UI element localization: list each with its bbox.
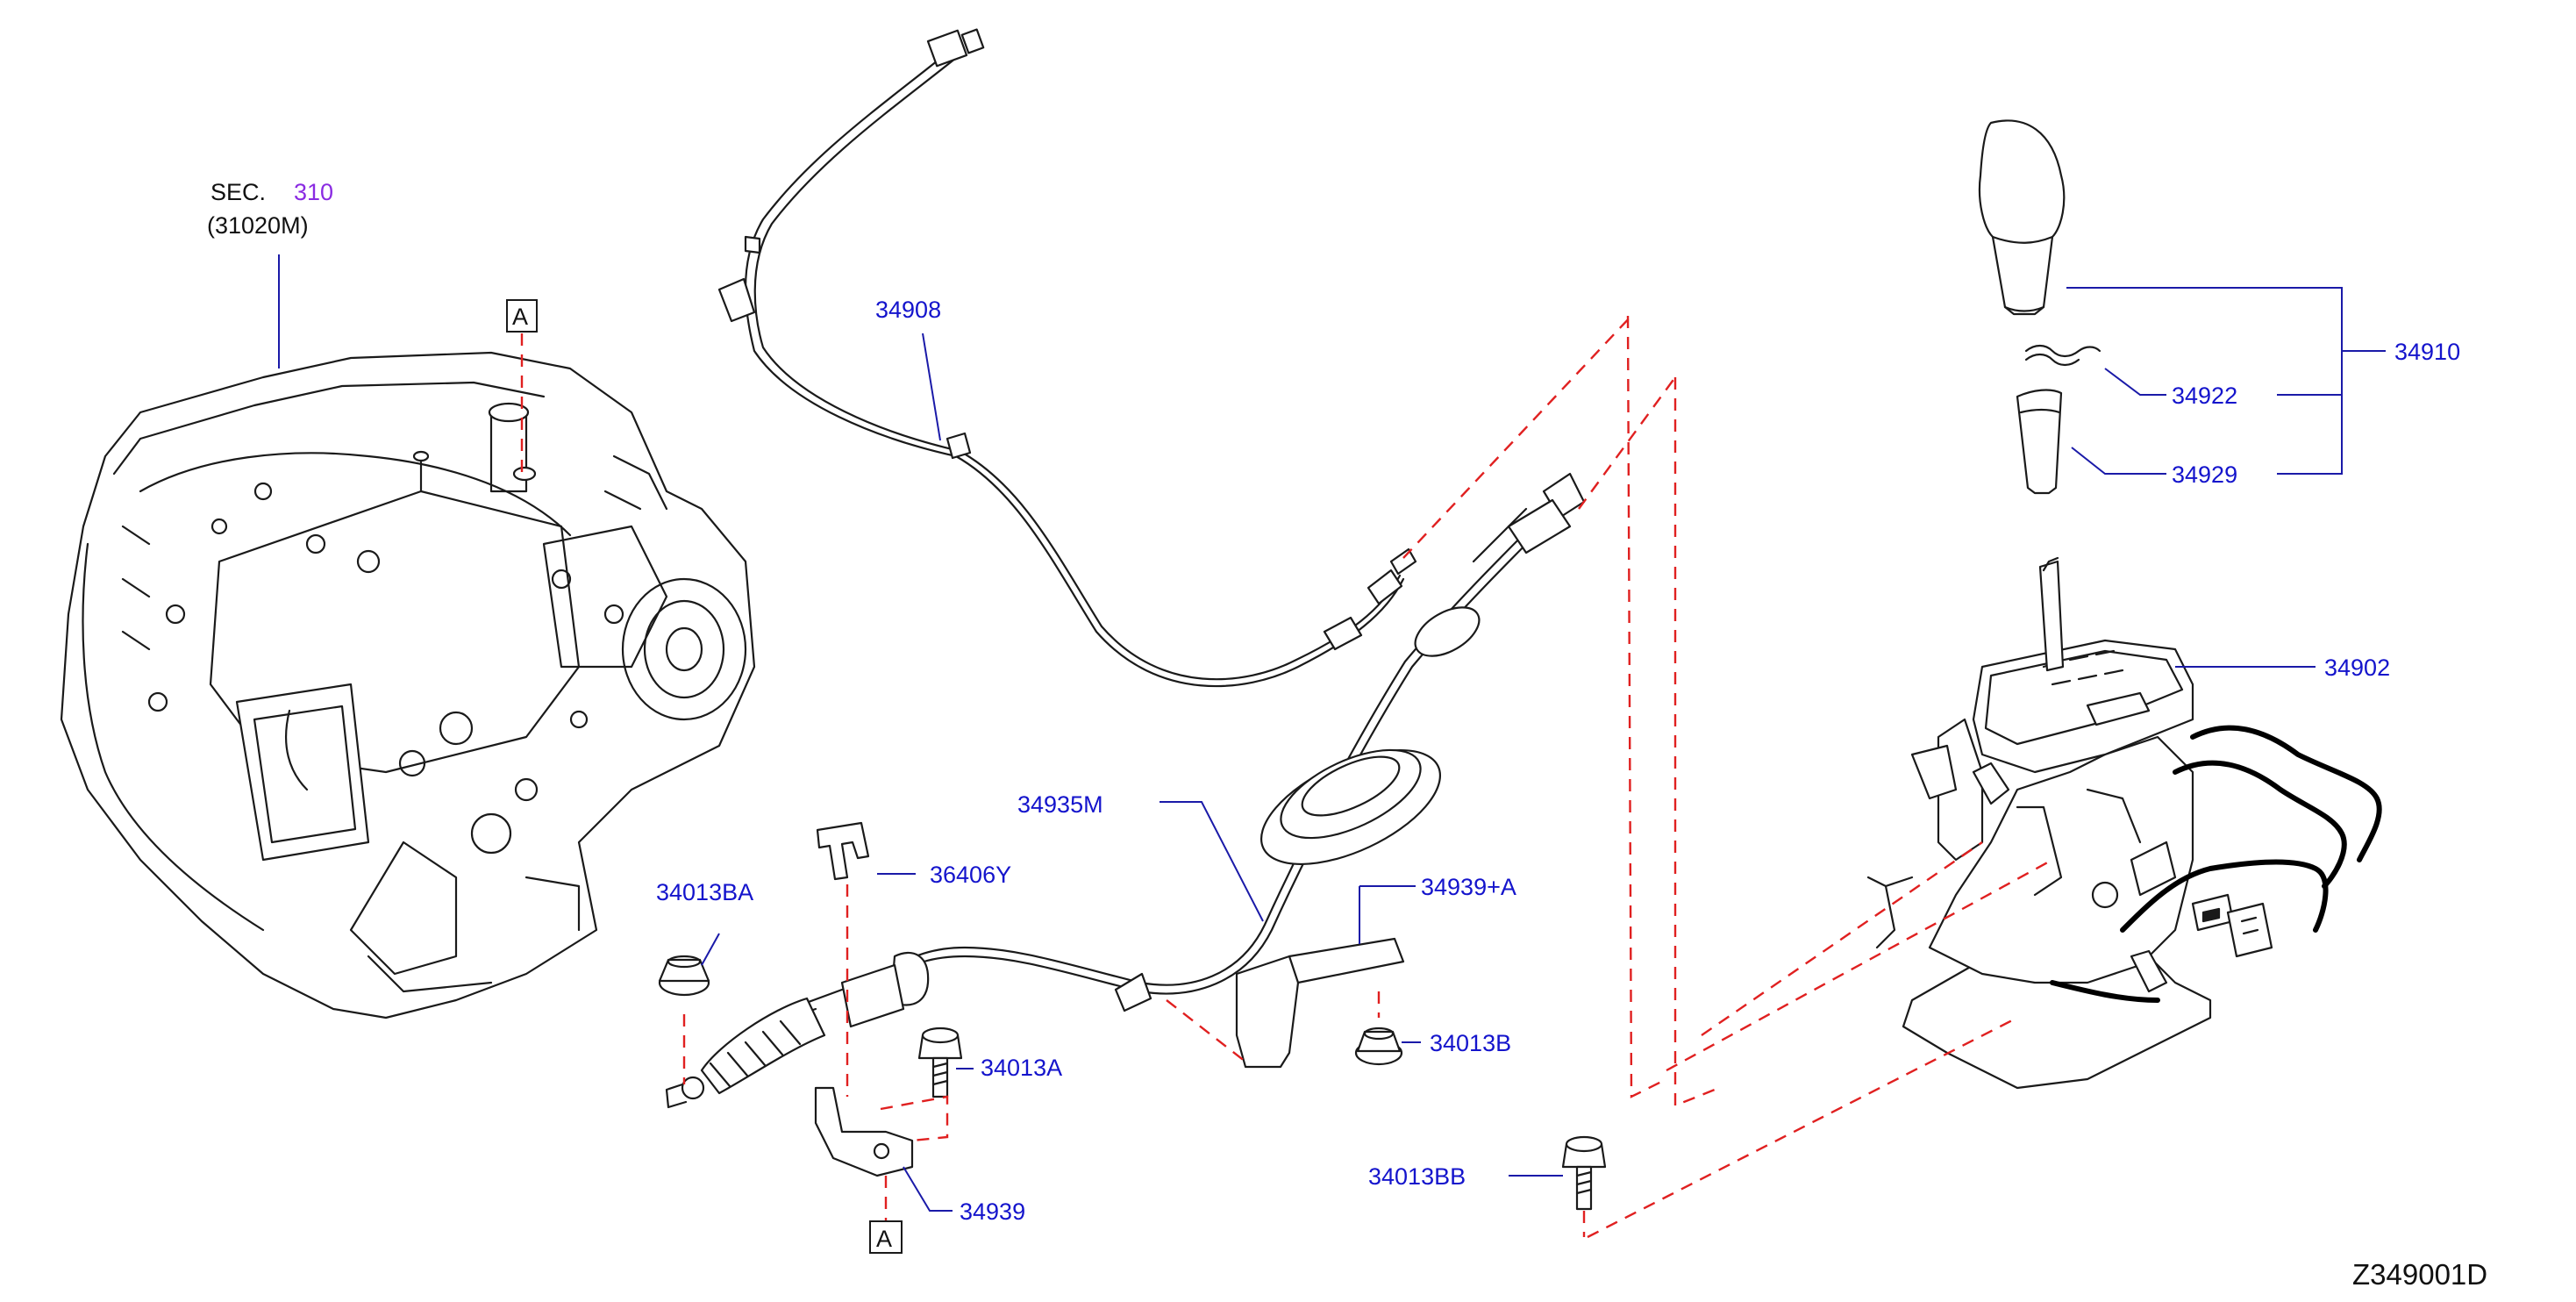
callout-34939-plus-a[interactable]: 34939+A bbox=[1421, 874, 1516, 900]
transmission-assembly bbox=[60, 351, 756, 1019]
callout-34902[interactable]: 34902 bbox=[2324, 655, 2390, 681]
callout-labels: 34908 34935M 36406Y 34013BA 34013A 34939… bbox=[656, 297, 2460, 1225]
bracket-34939 bbox=[814, 1086, 914, 1177]
callout-34013BA[interactable]: 34013BA bbox=[656, 879, 753, 905]
spring-clip-34922 bbox=[2024, 344, 2101, 367]
diagram-code: Z349001D bbox=[2352, 1258, 2487, 1291]
ref-marker-a-bottom-label: A bbox=[876, 1226, 892, 1252]
shift-knob-34910 bbox=[1978, 119, 2066, 316]
selector-cable-34935M bbox=[665, 472, 1586, 1109]
callout-34939[interactable]: 34939 bbox=[960, 1198, 1025, 1225]
bolt-34013A bbox=[917, 1027, 963, 1098]
callout-34935M[interactable]: 34935M bbox=[1017, 791, 1103, 818]
nut-34013B bbox=[1354, 1027, 1403, 1066]
nut-34013BA bbox=[658, 955, 710, 997]
callout-34908[interactable]: 34908 bbox=[875, 297, 941, 323]
section-reference: SEC. 310 (31020M) bbox=[207, 179, 333, 368]
callout-34929[interactable]: 34929 bbox=[2172, 461, 2237, 488]
ref-marker-a-top-label: A bbox=[512, 304, 528, 330]
callout-34910[interactable]: 34910 bbox=[2394, 339, 2460, 365]
bolt-34013BB bbox=[1561, 1135, 1607, 1211]
section-part-number: (31020M) bbox=[207, 212, 309, 239]
bracket-34939-plus-a bbox=[1235, 937, 1405, 1069]
knob-sleeve-34929 bbox=[2016, 389, 2063, 495]
callout-34013B[interactable]: 34013B bbox=[1430, 1030, 1511, 1056]
leader-lines bbox=[701, 287, 2386, 1212]
section-number[interactable]: 310 bbox=[294, 179, 333, 205]
dashed-guides bbox=[682, 315, 2053, 1239]
ref-marker-a-top: A bbox=[506, 299, 538, 474]
callout-34922[interactable]: 34922 bbox=[2172, 383, 2237, 409]
clip-36406Y bbox=[816, 821, 870, 881]
callout-34013BB[interactable]: 34013BB bbox=[1368, 1163, 1466, 1190]
ref-marker-a-bottom: A bbox=[869, 1220, 903, 1254]
callout-36406Y[interactable]: 36406Y bbox=[930, 862, 1011, 888]
callout-34013A[interactable]: 34013A bbox=[981, 1055, 1062, 1081]
section-prefix: SEC. bbox=[211, 179, 266, 205]
shift-control-device-34902 bbox=[1866, 556, 2382, 1090]
shift-cable-34908 bbox=[717, 28, 1417, 688]
